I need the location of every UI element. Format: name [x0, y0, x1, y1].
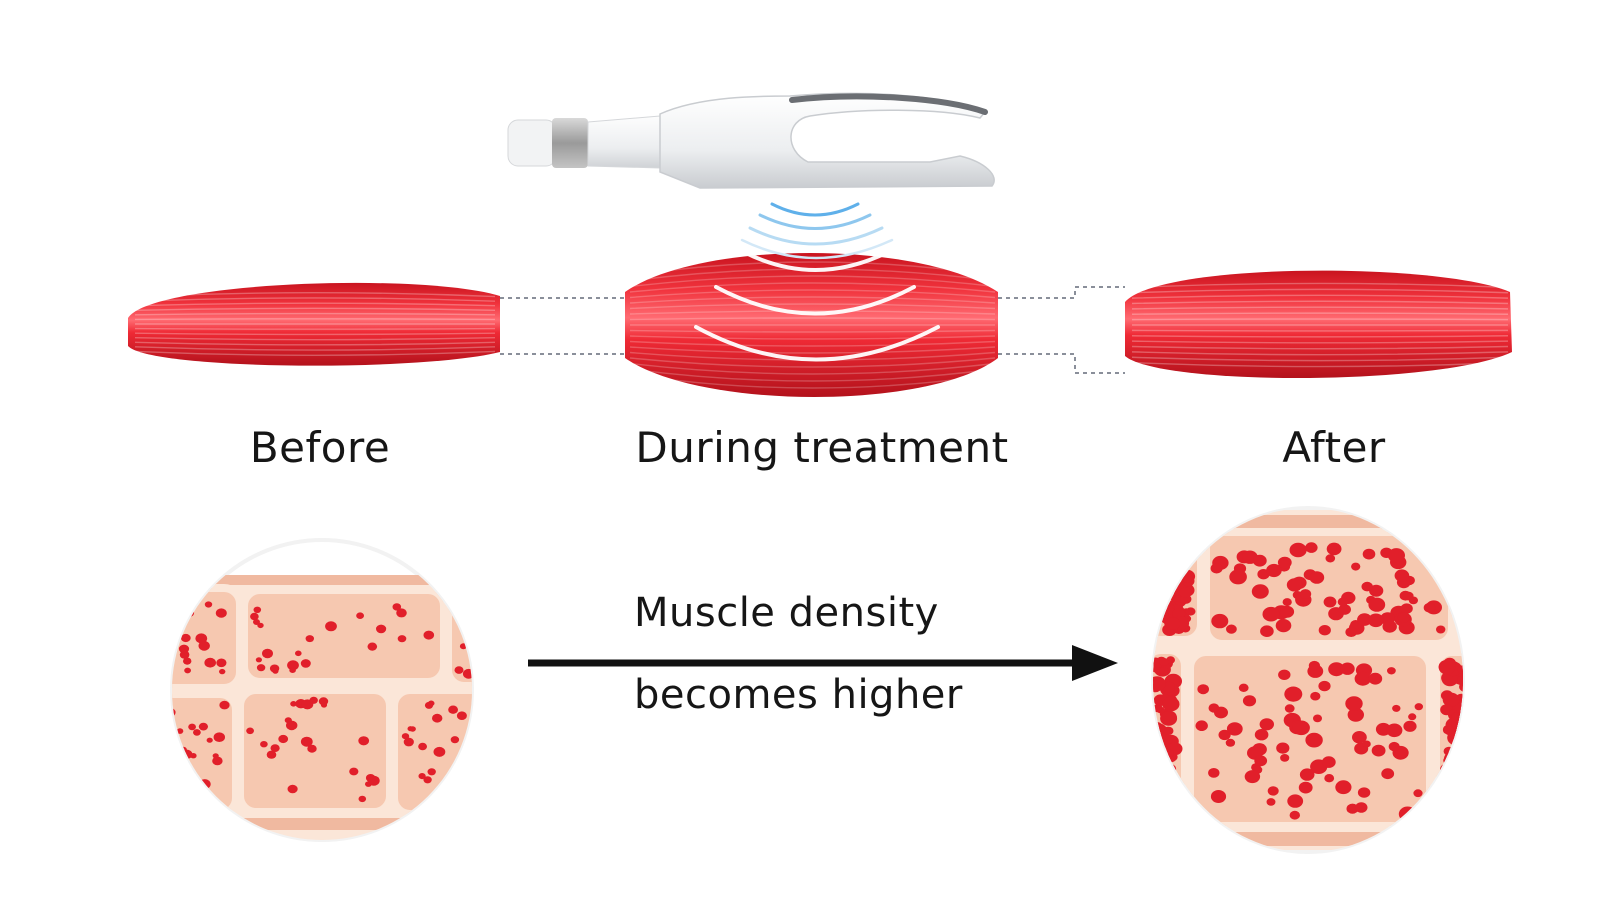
dashed-connector-left	[500, 297, 625, 355]
arrow-caption-line1: Muscle density	[634, 590, 939, 636]
before-muscle	[128, 282, 500, 366]
arrow-caption-line2: becomes higher	[634, 672, 963, 718]
before-label: Before	[249, 423, 391, 472]
during-muscle	[625, 248, 998, 397]
dashed-connector-right	[998, 286, 1125, 374]
ultrasound-waves	[740, 202, 894, 260]
during-treatment-label: During treatment	[635, 423, 1009, 472]
ultrasound-handpiece-icon	[507, 92, 995, 189]
before-tissue-cross-section	[170, 538, 474, 842]
after-label: After	[1282, 423, 1386, 472]
density-arrow	[528, 645, 1118, 681]
pulse-arcs	[694, 248, 940, 362]
after-muscle	[1125, 270, 1512, 379]
